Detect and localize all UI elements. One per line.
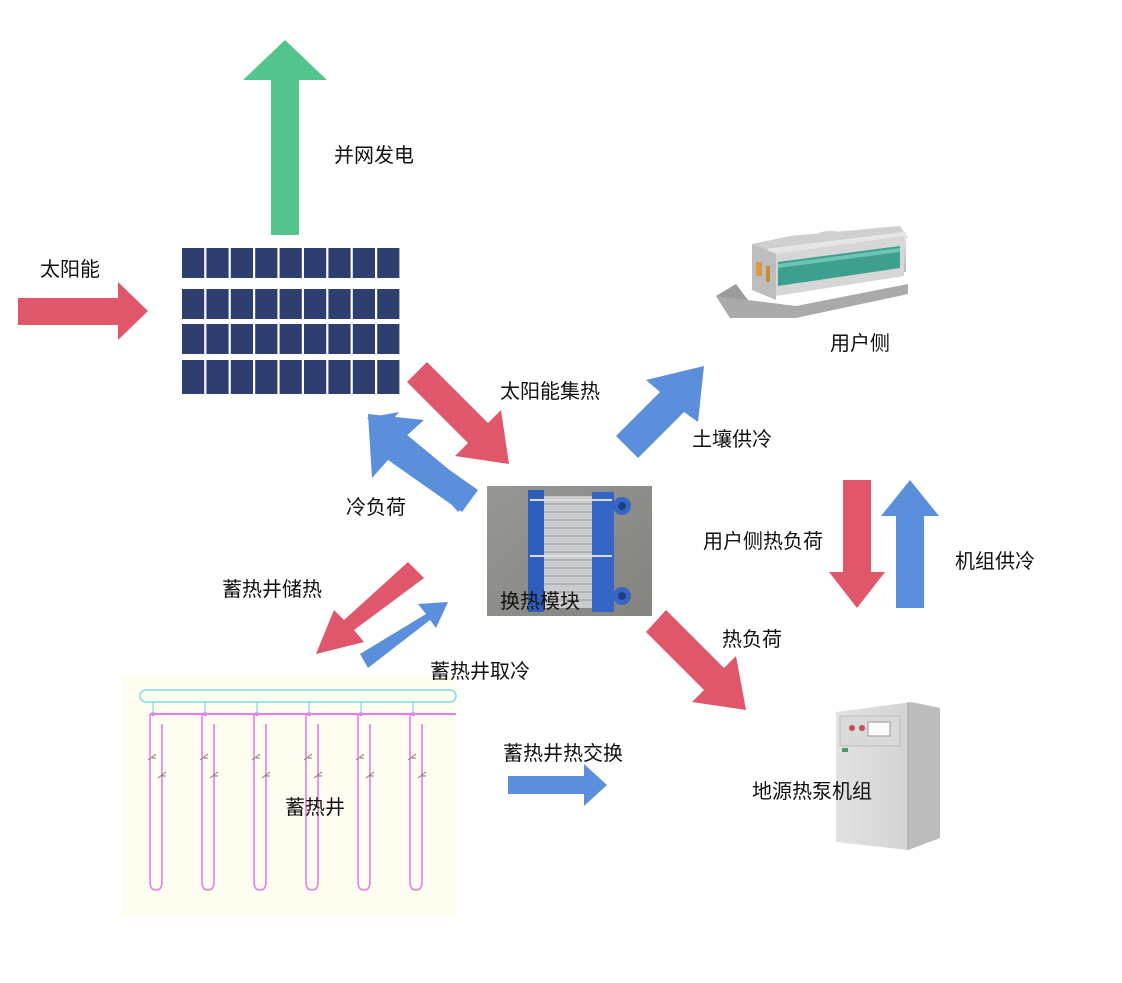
borehole-annotation-mark [209,771,219,779]
solar-cell [255,360,278,394]
solar-cell [279,248,302,278]
solar-cell [352,248,375,278]
heat-storage-well-exchange-label: 蓄热井热交换 [503,741,623,765]
solar-cell [255,289,278,319]
solar-cell [328,289,351,319]
solar-cell [230,289,253,319]
borehole-u-tube [253,714,267,891]
heat-storage-well-cold-label: 蓄热井取冷 [430,659,530,683]
borehole-u-tube [305,714,319,891]
solar-cell [230,324,253,354]
borehole-u-tube [149,714,163,891]
unit-cooling-arrow [881,480,939,608]
solar-cell [377,360,400,394]
solar-cell [230,248,253,278]
borehole-annotation-mark [313,771,323,779]
grid-power-label: 并网发电 [334,143,414,167]
borehole-annotation-mark [365,771,375,779]
solar-cell [352,289,375,319]
cooling-load-label: 冷负荷 [346,495,406,519]
borehole-u-tube [357,714,371,891]
borehole-annotation-mark [355,753,365,761]
borehole-u-tube [409,714,423,891]
solar-cell [352,360,375,394]
unit-cooling-label: 机组供冷 [955,549,1035,573]
solar-cell [304,324,327,354]
solar-cell [255,248,278,278]
heat-storage-well-label: 蓄热井 [285,795,345,819]
solar-heat-collection-label: 太阳能集热 [500,379,600,403]
well-store-arrow [316,562,424,654]
solar-cell [377,324,400,354]
solar-energy-label: 太阳能 [40,257,100,281]
user-heat-load-arrow [829,480,885,608]
borehole-annotation-mark [147,753,157,761]
solar-cell [328,360,351,394]
solar-cell [304,360,327,394]
heat-storage-well-store-label: 蓄热井储热 [222,577,322,601]
soil-cooling-arrow [616,366,704,458]
well-cold-arrow [360,602,448,668]
heat-pump-cabinet-icon [836,702,940,850]
solar-cell [182,289,205,319]
solar-cell [206,360,229,394]
solar-cell [206,248,229,278]
borehole-field-icon [122,676,457,916]
solar-cell [352,324,375,354]
solar-cell [279,324,302,354]
solar-cell [206,289,229,319]
well-exchange-arrow [508,764,607,806]
borehole-u-tube [201,714,215,891]
borehole-annotation-mark [157,771,167,779]
user-side-label: 用户侧 [830,331,890,355]
solar-cell [304,248,327,278]
fan-coil-unit-icon [716,226,908,318]
solar-panel-icon [182,248,400,394]
solar-cell [304,289,327,319]
solar-cell [279,360,302,394]
solar-cell [182,324,205,354]
solar-cell [230,360,253,394]
plate-heat-exchanger-icon [487,486,652,616]
borehole-annotation-mark [303,753,313,761]
cooling-load-arrow-head [368,414,478,512]
borehole-annotation-mark [199,753,209,761]
borehole-annotation-mark [407,753,417,761]
soil-cooling-label: 土壤供冷 [692,427,772,451]
solar-cell [255,324,278,354]
solar-cell [328,324,351,354]
solar-cell [206,324,229,354]
solar-cell [377,248,400,278]
solar-cell [377,289,400,319]
solar-cell [328,248,351,278]
borehole-annotation-mark [261,771,271,779]
grid-power-arrow [243,40,327,235]
solar-cell [182,360,205,394]
solar-heat-collection-arrow [407,362,509,464]
heat-load-arrow [646,610,746,710]
ground-source-heat-pump-label: 地源热泵机组 [752,779,872,803]
heat-load-label: 热负荷 [722,627,782,651]
solar-cell [182,248,205,278]
heat-exchange-module-label: 换热模块 [500,589,580,613]
borehole-annotation-mark [417,771,427,779]
solar-input-arrow [18,282,148,340]
solar-cell [279,289,302,319]
user-side-heat-load-label: 用户侧热负荷 [703,529,823,553]
borehole-annotation-mark [251,753,261,761]
